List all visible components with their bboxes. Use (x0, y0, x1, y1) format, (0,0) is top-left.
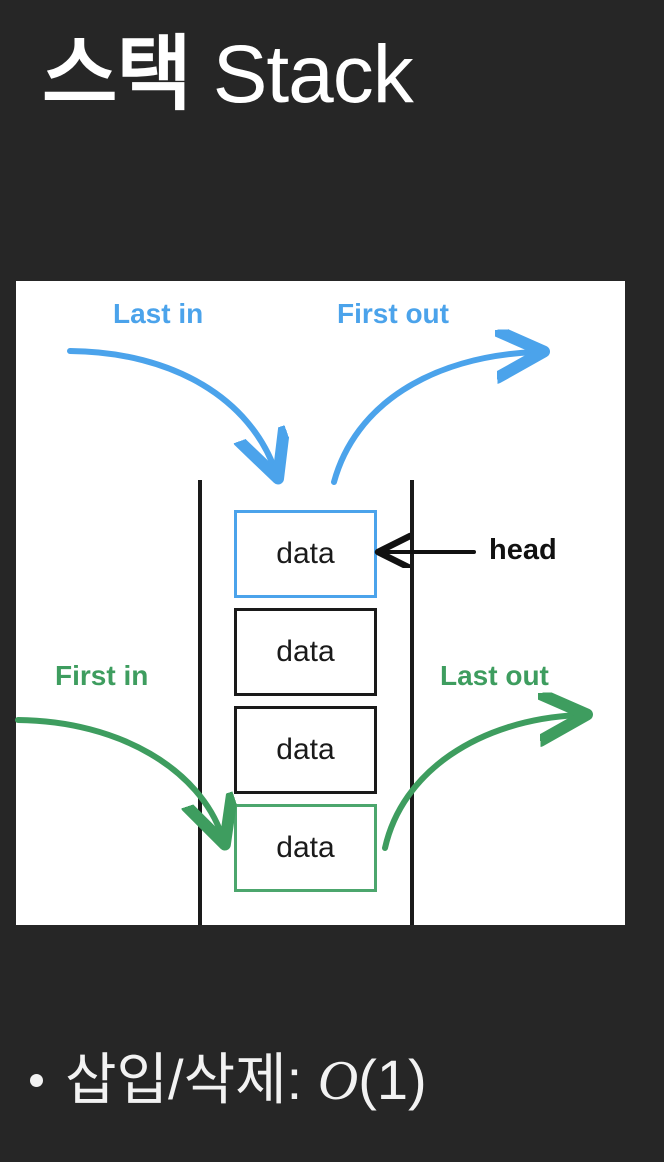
label-head: head (489, 534, 557, 566)
bullet-text: 삽입/삭제: O(1) (65, 1048, 427, 1113)
stack-rail-left (198, 480, 202, 925)
big-o-symbol: O (317, 1050, 359, 1112)
stack-box-upper-middle: data (234, 608, 377, 696)
title-korean: 스택 (42, 29, 192, 120)
title-english: Stack (212, 29, 414, 120)
stack-rail-right (410, 480, 414, 925)
stack-box-bottom: data (234, 804, 377, 892)
stack-box-top: data (234, 510, 377, 598)
bullet-list-item: 삽입/삭제: O(1) (30, 1048, 650, 1113)
big-o-argument: (1) (358, 1048, 427, 1111)
label-last-in: Last in (113, 298, 204, 329)
label-first-out: First out (337, 298, 449, 329)
bullet-dot-icon (30, 1074, 43, 1088)
page-title: 스택 Stack (42, 29, 642, 120)
label-first-in: First in (55, 660, 149, 691)
stack-box-lower-middle: data (234, 706, 377, 794)
label-last-out: Last out (440, 660, 549, 691)
bullet-prefix: 삽입/삭제: (65, 1048, 318, 1111)
